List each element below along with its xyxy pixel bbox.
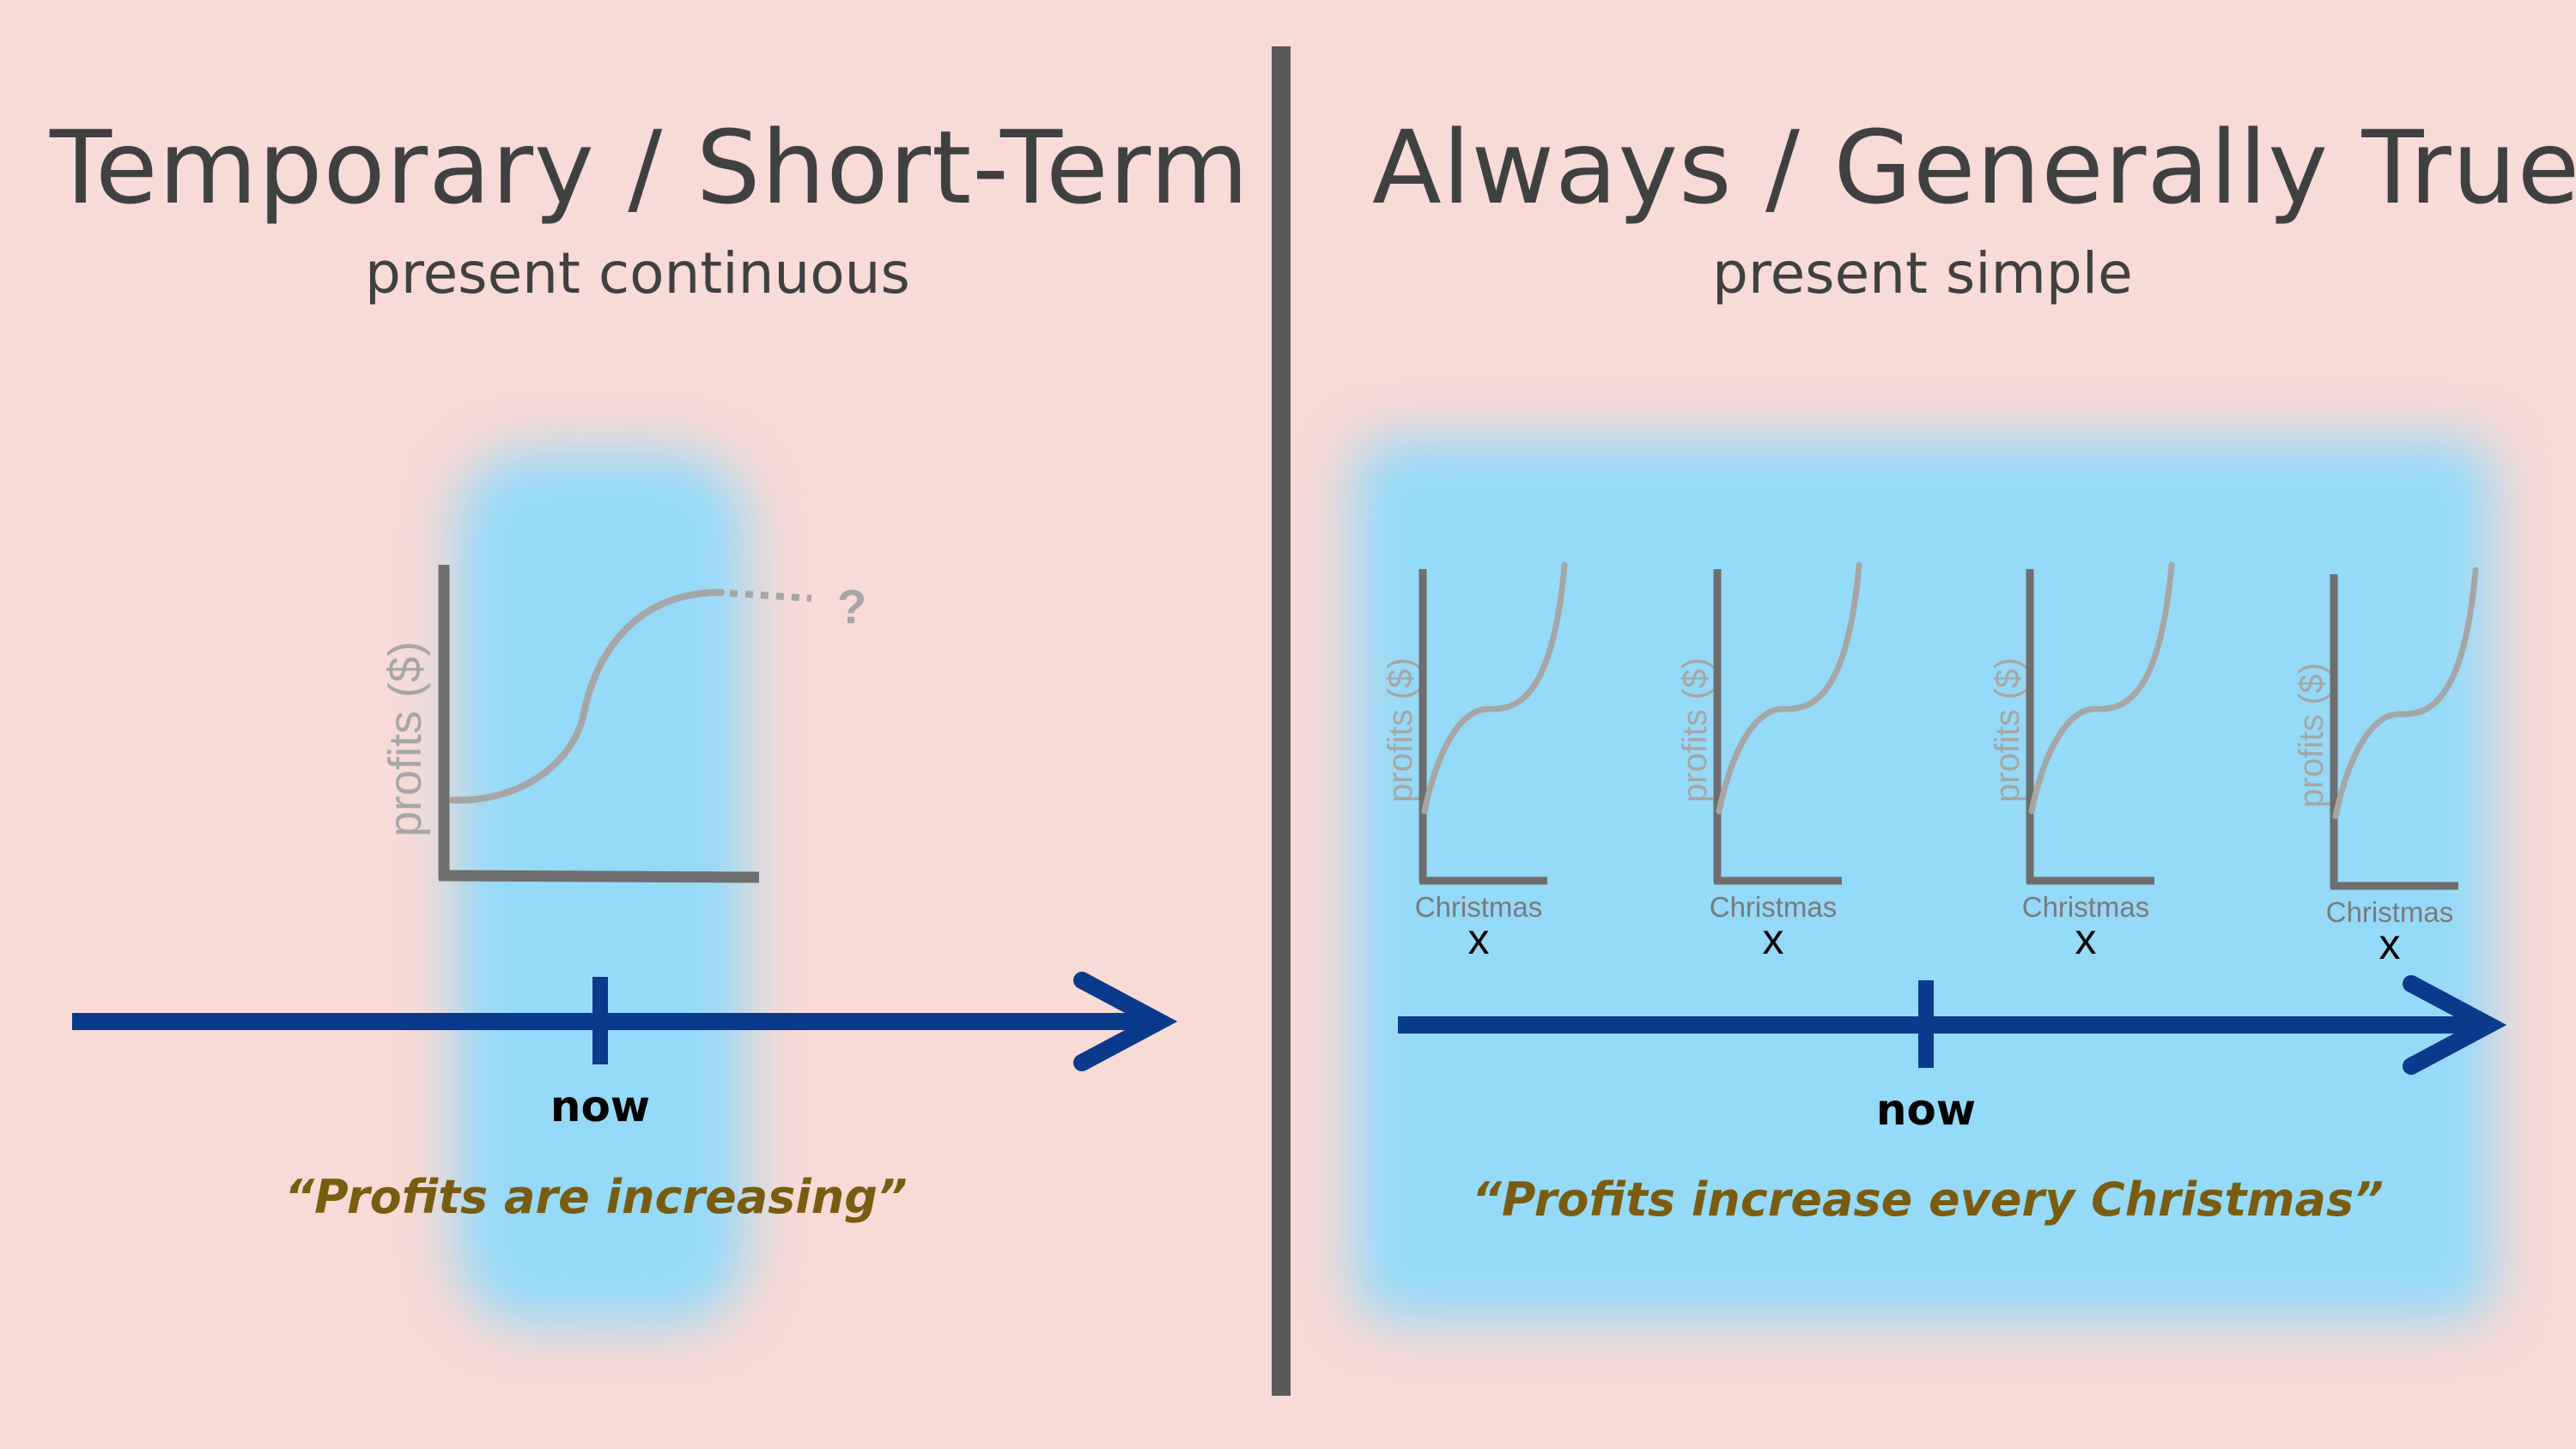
left-timeline-arrowhead (1073, 972, 1178, 1071)
left-profit-graph: ? profits ($) (380, 565, 866, 883)
left-timeline (72, 972, 1178, 1071)
christmas-profit-curve (1421, 561, 1568, 815)
graph-y-label: profits ($) (1676, 658, 1714, 803)
left-subtitle: present continuous (365, 240, 910, 306)
christmas-marker: x (2379, 920, 2401, 968)
left-now-label: now (550, 1082, 651, 1131)
left-graph-x-axis (438, 870, 760, 883)
left-quote: “Profits are increasing” (284, 1170, 908, 1224)
graph-y-label: profits ($) (2293, 663, 2330, 808)
left-profit-curve (449, 589, 725, 804)
graph-x-label: Christmas (2326, 896, 2454, 928)
christmas-marker: x (2075, 915, 2097, 963)
right-timeline-arrowhead (2403, 975, 2507, 1075)
left-graph-y-label: profits ($) (380, 641, 431, 837)
graph-x-label: Christmas (1710, 891, 1838, 923)
left-curve-dotted-extension (729, 590, 812, 602)
christmas-profit-curve (1716, 561, 1862, 815)
right-timeline (1398, 975, 2507, 1075)
christmas-profit-curve (2028, 561, 2175, 815)
left-title: Temporary / Short-Term (50, 108, 1250, 227)
christmas-profit-curve (2332, 567, 2479, 820)
christmas-marker: x (1468, 915, 1490, 963)
graph-x-label: Christmas (1415, 891, 1543, 923)
graph-y-label: profits ($) (1989, 658, 2026, 803)
left-unknown-mark: ? (837, 579, 866, 634)
christmas-marker: x (1763, 915, 1784, 963)
right-quote: “Profits increase every Christmas” (1472, 1173, 2384, 1227)
right-now-label: now (1875, 1085, 1977, 1135)
right-title: Always / Generally True (1372, 108, 2576, 227)
graph-y-label: profits ($) (1382, 658, 1419, 803)
right-subtitle: present simple (1712, 240, 2133, 306)
center-divider (1272, 46, 1291, 1396)
graph-x-label: Christmas (2022, 891, 2150, 923)
